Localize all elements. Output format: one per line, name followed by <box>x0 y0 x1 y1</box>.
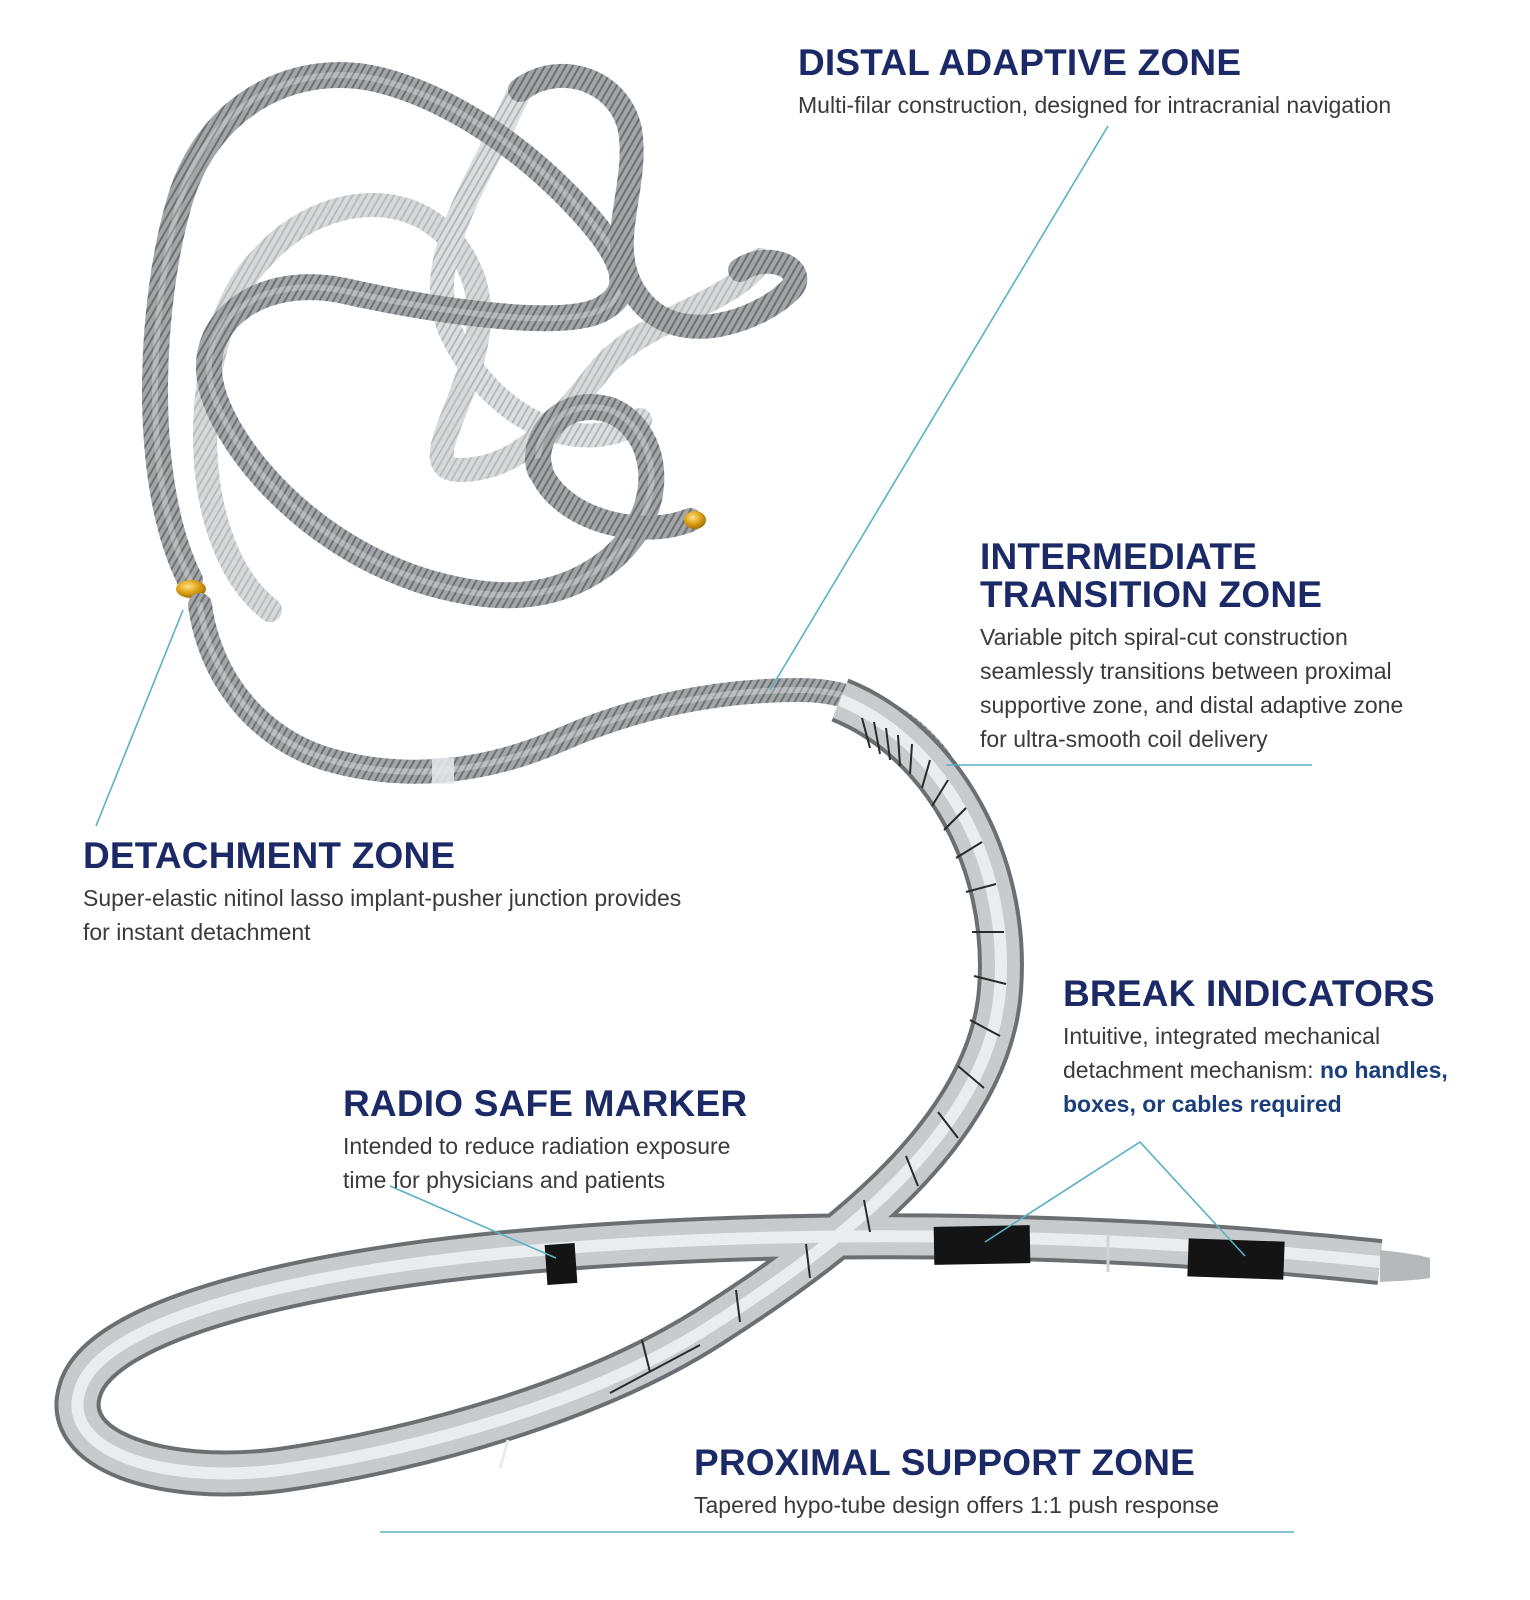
leader-lines <box>95 125 1312 1533</box>
intermediate-desc-line1: Variable pitch spiral-cut construction <box>980 624 1348 650</box>
proximal-zone-description: Tapered hypo-tube design offers 1:1 push… <box>694 1488 1219 1522</box>
detachment-zone-description: Super-elastic nitinol lasso implant-push… <box>83 881 681 949</box>
leader-detachment <box>95 609 184 827</box>
hypotube-loop <box>54 678 1430 1497</box>
radio-desc-line2: time for physicians and patients <box>343 1167 666 1193</box>
distal-zone-title: DISTAL ADAPTIVE ZONE <box>798 42 1242 83</box>
intermediate-zone-title: INTERMEDIATE TRANSITION ZONE <box>980 538 1403 614</box>
distal-zone-description: Multi-filar construction, designed for i… <box>798 88 1391 122</box>
intermediate-desc-line3: supportive zone, and distal adaptive zon… <box>980 692 1404 718</box>
radio-safe-marker-callout: RADIO SAFE MARKER Intended to reduce rad… <box>343 1085 747 1197</box>
break-desc-emphasis-2: boxes, or cables required <box>1063 1091 1342 1117</box>
intermediate-title-line2: TRANSITION ZONE <box>980 574 1323 615</box>
break-indicator-band-1 <box>933 1225 1031 1265</box>
break-desc-emphasis-1: no handles, <box>1319 1057 1448 1083</box>
pusher-intermediate-section <box>188 593 952 784</box>
proximal-support-zone-callout: PROXIMAL SUPPORT ZONE Tapered hypo-tube … <box>694 1444 1219 1522</box>
proximal-desc-text: Tapered hypo-tube design offers 1:1 push… <box>694 1492 1220 1518</box>
radio-safe-marker-band <box>544 1243 578 1285</box>
intermediate-desc-line4: for ultra-smooth coil delivery <box>980 726 1268 752</box>
intermediate-title-line1: INTERMEDIATE <box>980 536 1258 577</box>
radio-safe-marker-title: RADIO SAFE MARKER <box>343 1083 748 1124</box>
leader-distal <box>769 125 1109 691</box>
intermediate-transition-zone-callout: INTERMEDIATE TRANSITION ZONE Variable pi… <box>980 538 1403 756</box>
break-indicator-band-2 <box>1187 1238 1285 1280</box>
break-indicators-title: BREAK INDICATORS <box>1063 973 1435 1014</box>
break-desc-line1: Intuitive, integrated mechanical <box>1063 1023 1381 1049</box>
break-indicators-callout: BREAK INDICATORS Intuitive, integrated m… <box>1063 975 1448 1121</box>
break-indicators-description: Intuitive, integrated mechanical detachm… <box>1063 1019 1448 1121</box>
leader-radio <box>389 1185 557 1259</box>
radio-desc-line1: Intended to reduce radiation exposure <box>343 1133 731 1159</box>
distal-adaptive-zone-callout: DISTAL ADAPTIVE ZONE Multi-filar constru… <box>798 44 1391 122</box>
intermediate-desc-line2: seamlessly transitions between proximal <box>980 658 1392 684</box>
detachment-desc-line1: Super-elastic nitinol lasso implant-push… <box>83 885 682 911</box>
distal-coil <box>142 62 808 609</box>
intermediate-zone-description: Variable pitch spiral-cut construction s… <box>980 620 1403 756</box>
proximal-zone-title: PROXIMAL SUPPORT ZONE <box>694 1442 1196 1483</box>
distal-tip-marker <box>684 511 706 529</box>
break-desc-line2: detachment mechanism: <box>1063 1057 1320 1083</box>
detachment-zone-title: DETACHMENT ZONE <box>83 835 456 876</box>
detachment-zone-callout: DETACHMENT ZONE Super-elastic nitinol la… <box>83 837 681 949</box>
leader-break <box>984 1140 1246 1257</box>
distal-zone-desc-text: Multi-filar construction, designed for i… <box>798 92 1392 118</box>
detachment-desc-line2: for instant detachment <box>83 919 311 945</box>
radio-safe-marker-description: Intended to reduce radiation exposure ti… <box>343 1129 747 1197</box>
